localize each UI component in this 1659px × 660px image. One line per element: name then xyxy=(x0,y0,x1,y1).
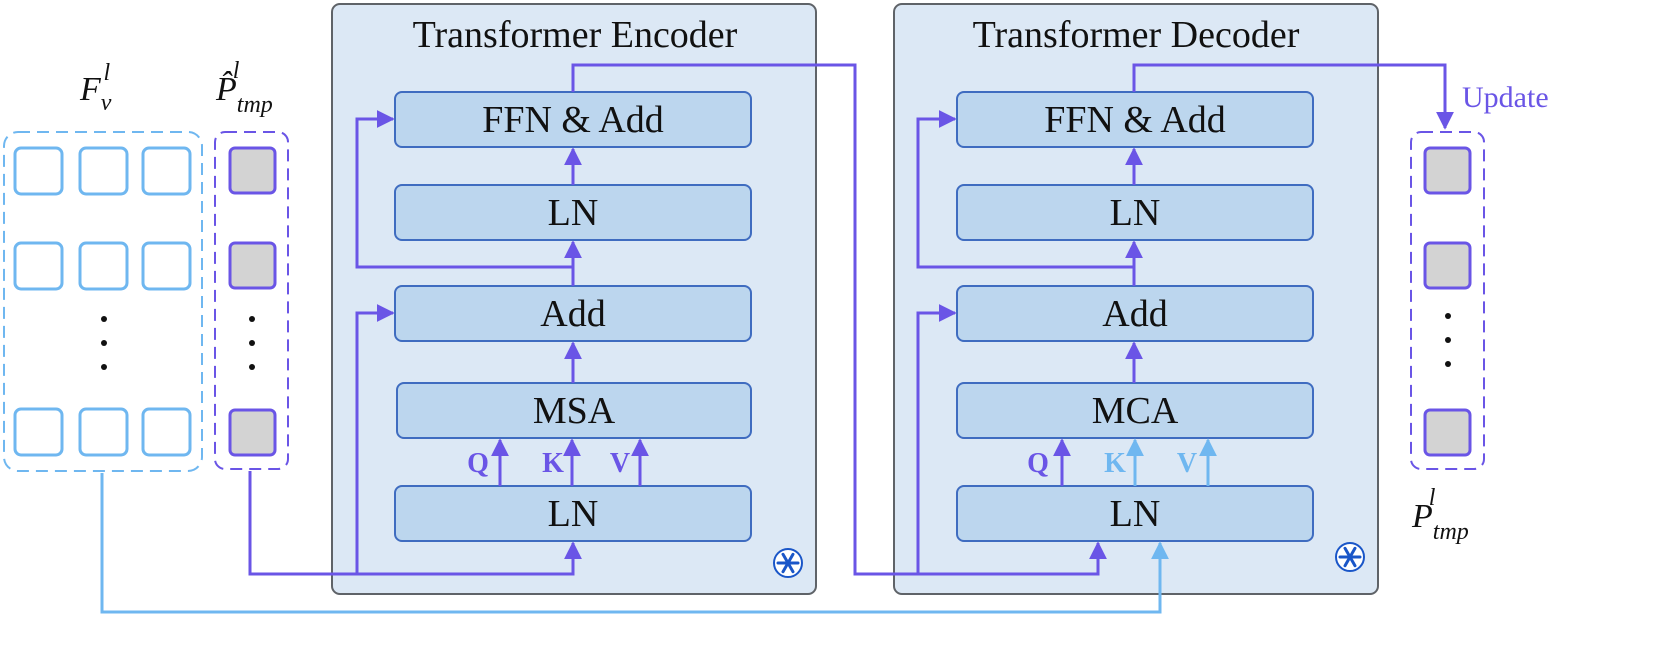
update-arrow xyxy=(1132,63,1454,130)
encoder-to-decoder-arrow xyxy=(571,63,1107,576)
decoder-v-label: V xyxy=(1177,448,1197,479)
frozen-icon xyxy=(772,547,804,579)
encoder-ln-top-label: LN xyxy=(548,192,599,234)
features-to-decoder-arrow xyxy=(100,473,1169,614)
encoder-title: Transformer Encoder xyxy=(413,14,738,56)
ellipsis-dots xyxy=(101,316,107,370)
encoder-residual-arrow xyxy=(355,110,573,269)
visual-features-border xyxy=(3,131,203,472)
feature-token xyxy=(78,407,129,457)
encoder-residual-arrow xyxy=(355,304,395,574)
feature-token xyxy=(141,146,192,196)
decoder-mca-label: MCA xyxy=(1092,390,1179,432)
prompt-out-label: Ptmpl xyxy=(1411,485,1469,545)
encoder-add-label: Add xyxy=(540,293,605,335)
ellipsis-dots xyxy=(1445,313,1451,367)
decoder-ffn-label: FFN & Add xyxy=(1044,99,1226,141)
encoder-ln-bottom-label: LN xyxy=(548,493,599,535)
decoder-ln-bottom-label: LN xyxy=(1110,493,1161,535)
prompt-out-border xyxy=(1410,131,1485,470)
feature-token xyxy=(78,146,129,196)
prompt-token xyxy=(1423,408,1472,457)
update-label: Update xyxy=(1462,81,1549,114)
prompt-token xyxy=(228,241,277,290)
encoder-msa-label: MSA xyxy=(533,390,616,432)
feature-token xyxy=(78,241,129,291)
feature-token xyxy=(141,241,192,291)
prompt-to-encoder-arrow xyxy=(248,471,582,576)
decoder-k-label: K xyxy=(1104,448,1126,479)
feature-token xyxy=(141,407,192,457)
visual-features-label: Fvl xyxy=(79,60,112,116)
decoder-q-label: Q xyxy=(1027,448,1049,479)
decoder-add-label: Add xyxy=(1102,293,1167,335)
prompt-hat-border xyxy=(214,131,289,470)
ellipsis-dots xyxy=(249,316,255,370)
visual-features-group xyxy=(3,131,203,472)
encoder-q-label: Q xyxy=(467,448,489,479)
decoder-ln-top-label: LN xyxy=(1110,192,1161,234)
encoder-k-label: K xyxy=(542,448,564,479)
decoder-panel: Transformer Decoder FFN & Add LN Add MCA… xyxy=(893,3,1379,595)
decoder-residual-arrow xyxy=(916,304,957,574)
prompt-token xyxy=(228,408,277,457)
prompt-out-group xyxy=(1410,131,1485,470)
decoder-title: Transformer Decoder xyxy=(973,14,1300,56)
feature-token xyxy=(13,146,64,196)
prompt-hat-group xyxy=(214,131,289,470)
frozen-icon xyxy=(1334,541,1366,573)
encoder-panel: Transformer Encoder FFN & Add LN Add MSA… xyxy=(331,3,817,595)
feature-token xyxy=(13,407,64,457)
encoder-v-label: V xyxy=(610,448,630,479)
prompt-token xyxy=(1423,146,1472,195)
prompt-hat-label: P̂tmpl xyxy=(215,58,273,118)
feature-token xyxy=(13,241,64,291)
encoder-ffn-label: FFN & Add xyxy=(482,99,664,141)
prompt-token xyxy=(1423,241,1472,290)
decoder-residual-arrow xyxy=(916,110,1134,269)
prompt-token xyxy=(228,146,277,195)
